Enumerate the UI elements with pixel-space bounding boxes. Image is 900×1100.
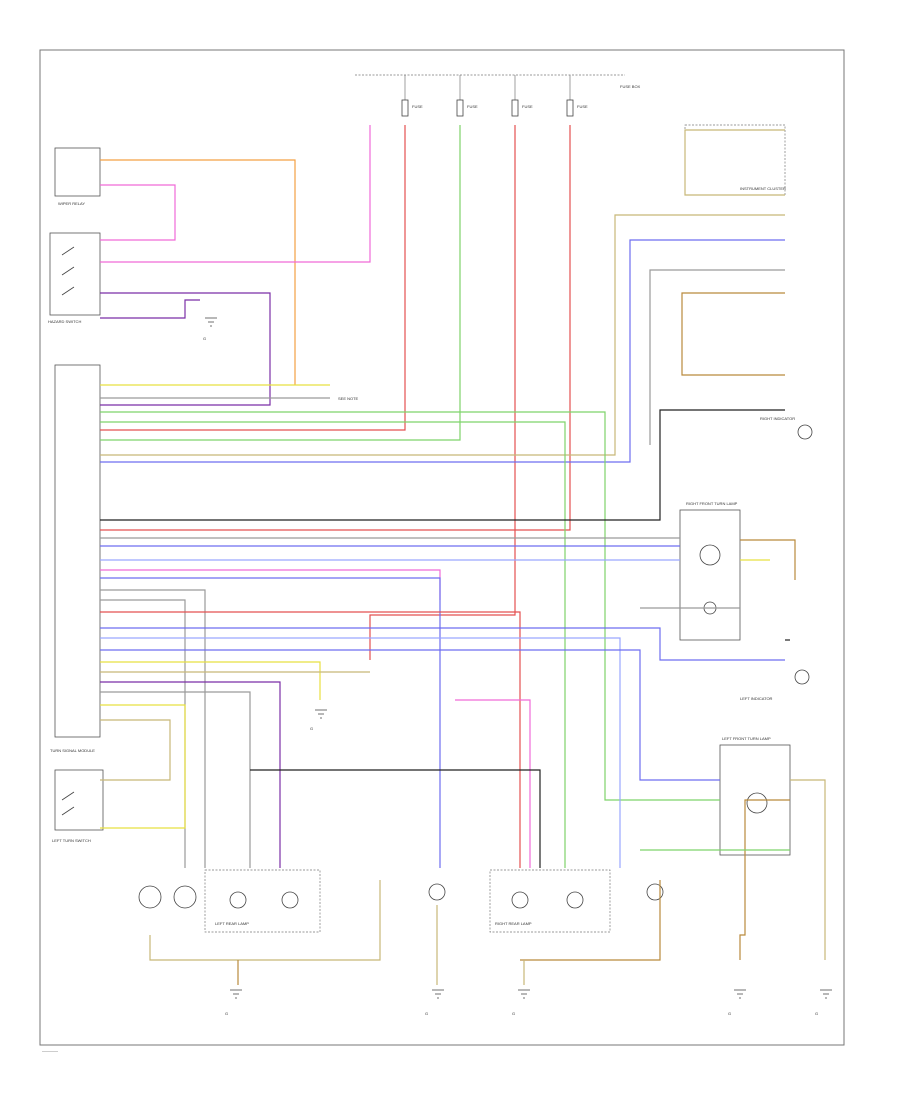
ground-5: G (815, 989, 832, 1016)
wire-8 (100, 292, 271, 406)
hazard-switch: HAZARD SWITCH (48, 232, 101, 324)
wire-7 (100, 125, 571, 531)
wire-49 (520, 880, 661, 961)
right-front-turn-label: RIGHT FRONT TURN LAMP (686, 501, 738, 506)
fuse-2: FUSE (456, 99, 478, 117)
wire-43 (790, 779, 826, 960)
wire-36 (100, 704, 186, 829)
wire-30 (100, 649, 720, 781)
ground-6: G (310, 709, 327, 731)
wiper-relay: WIPER RELAY (54, 147, 101, 206)
left-indicator: LEFT INDICATOR (740, 669, 810, 701)
other-note: SEE NOTE (338, 396, 359, 401)
wire-3 (100, 125, 371, 263)
wire-38 (250, 769, 541, 868)
wire-18 (100, 421, 566, 868)
wire-27 (100, 611, 521, 868)
left-rear-lamp-cluster: LEFT REAR LAMP (138, 869, 321, 933)
wire-17 (100, 411, 720, 801)
hazard-switch-label: HAZARD SWITCH (48, 319, 81, 324)
other-note-label: SEE NOTE (338, 396, 359, 401)
right-front-turn-lamp: RIGHT FRONT TURN LAMP (679, 501, 741, 641)
right-indicator: RIGHT INDICATOR (760, 416, 813, 440)
wire-12 (649, 269, 785, 445)
wire-37 (100, 719, 171, 781)
wire-46 (149, 880, 381, 961)
fuse-4: FUSE (566, 99, 588, 117)
fuse-box-label: FUSE BOX (620, 84, 641, 89)
fuse-3: FUSE (511, 99, 533, 117)
wire-33 (100, 681, 281, 868)
left-front-turn-label: LEFT FRONT TURN LAMP (722, 736, 771, 741)
right-rear-lamp-cluster: RIGHT REAR LAMP (428, 869, 664, 933)
ground-top-left: G (203, 317, 217, 341)
right-indicator-label: RIGHT INDICATOR (760, 416, 795, 421)
wire-1 (100, 159, 296, 385)
turn-signal-module: TURN SIGNAL MODULE (50, 364, 101, 753)
left-indicator-label: LEFT INDICATOR (740, 696, 773, 701)
wire-35 (455, 699, 531, 868)
ground-4-label: G (728, 1011, 731, 1016)
wire-28 (100, 627, 785, 661)
fuse-3-label: FUSE (522, 104, 533, 109)
wire-19 (100, 409, 785, 521)
wire-10 (100, 214, 785, 456)
ground-3-label: G (512, 1011, 515, 1016)
right-rear-lamp-label: RIGHT REAR LAMP (495, 921, 532, 926)
wire-5 (100, 125, 461, 441)
footer-code: ———— (42, 1048, 58, 1053)
left-front-turn-lamp: LEFT FRONT TURN LAMP (719, 736, 791, 856)
fuse-1-label: FUSE (412, 104, 423, 109)
wire-34 (100, 691, 251, 868)
left-rear-lamp-label: LEFT REAR LAMP (215, 921, 249, 926)
wire-group (100, 125, 826, 985)
fuse-4-label: FUSE (577, 104, 588, 109)
fuse-box-top: FUSE BOX (355, 74, 641, 100)
ground-5-label: G (815, 1011, 818, 1016)
instrument-cluster-label: INSTRUMENT CLUSTER (740, 186, 786, 191)
ground-6-label: G (310, 726, 313, 731)
ground-2: G (425, 989, 444, 1016)
wire-11 (100, 239, 785, 463)
ground-top-left-label: G (203, 336, 206, 341)
ground-2-label: G (425, 1011, 428, 1016)
wire-39 (740, 539, 796, 580)
wire-14 (684, 129, 785, 196)
ground-1: G (225, 989, 242, 1016)
left-turn-switch-label: LEFT TURN SWITCH (52, 838, 91, 843)
ground-4: G (728, 989, 746, 1016)
turn-signal-module-label: TURN SIGNAL MODULE (50, 748, 95, 753)
wire-2 (100, 184, 176, 241)
fuse-1: FUSE (401, 99, 423, 117)
wire-9 (100, 299, 200, 319)
wire-24 (100, 577, 441, 868)
ground-3: G (512, 989, 530, 1016)
wire-25 (100, 589, 206, 868)
ground-1-label: G (225, 1011, 228, 1016)
fuse-2-label: FUSE (467, 104, 478, 109)
left-turn-switch: LEFT TURN SWITCH (52, 769, 104, 843)
wire-29 (100, 637, 621, 868)
wire-44 (739, 799, 790, 960)
wire-4 (100, 125, 406, 431)
wire-13 (681, 292, 785, 376)
wire-31 (100, 661, 321, 700)
wiper-relay-label: WIPER RELAY (58, 201, 85, 206)
